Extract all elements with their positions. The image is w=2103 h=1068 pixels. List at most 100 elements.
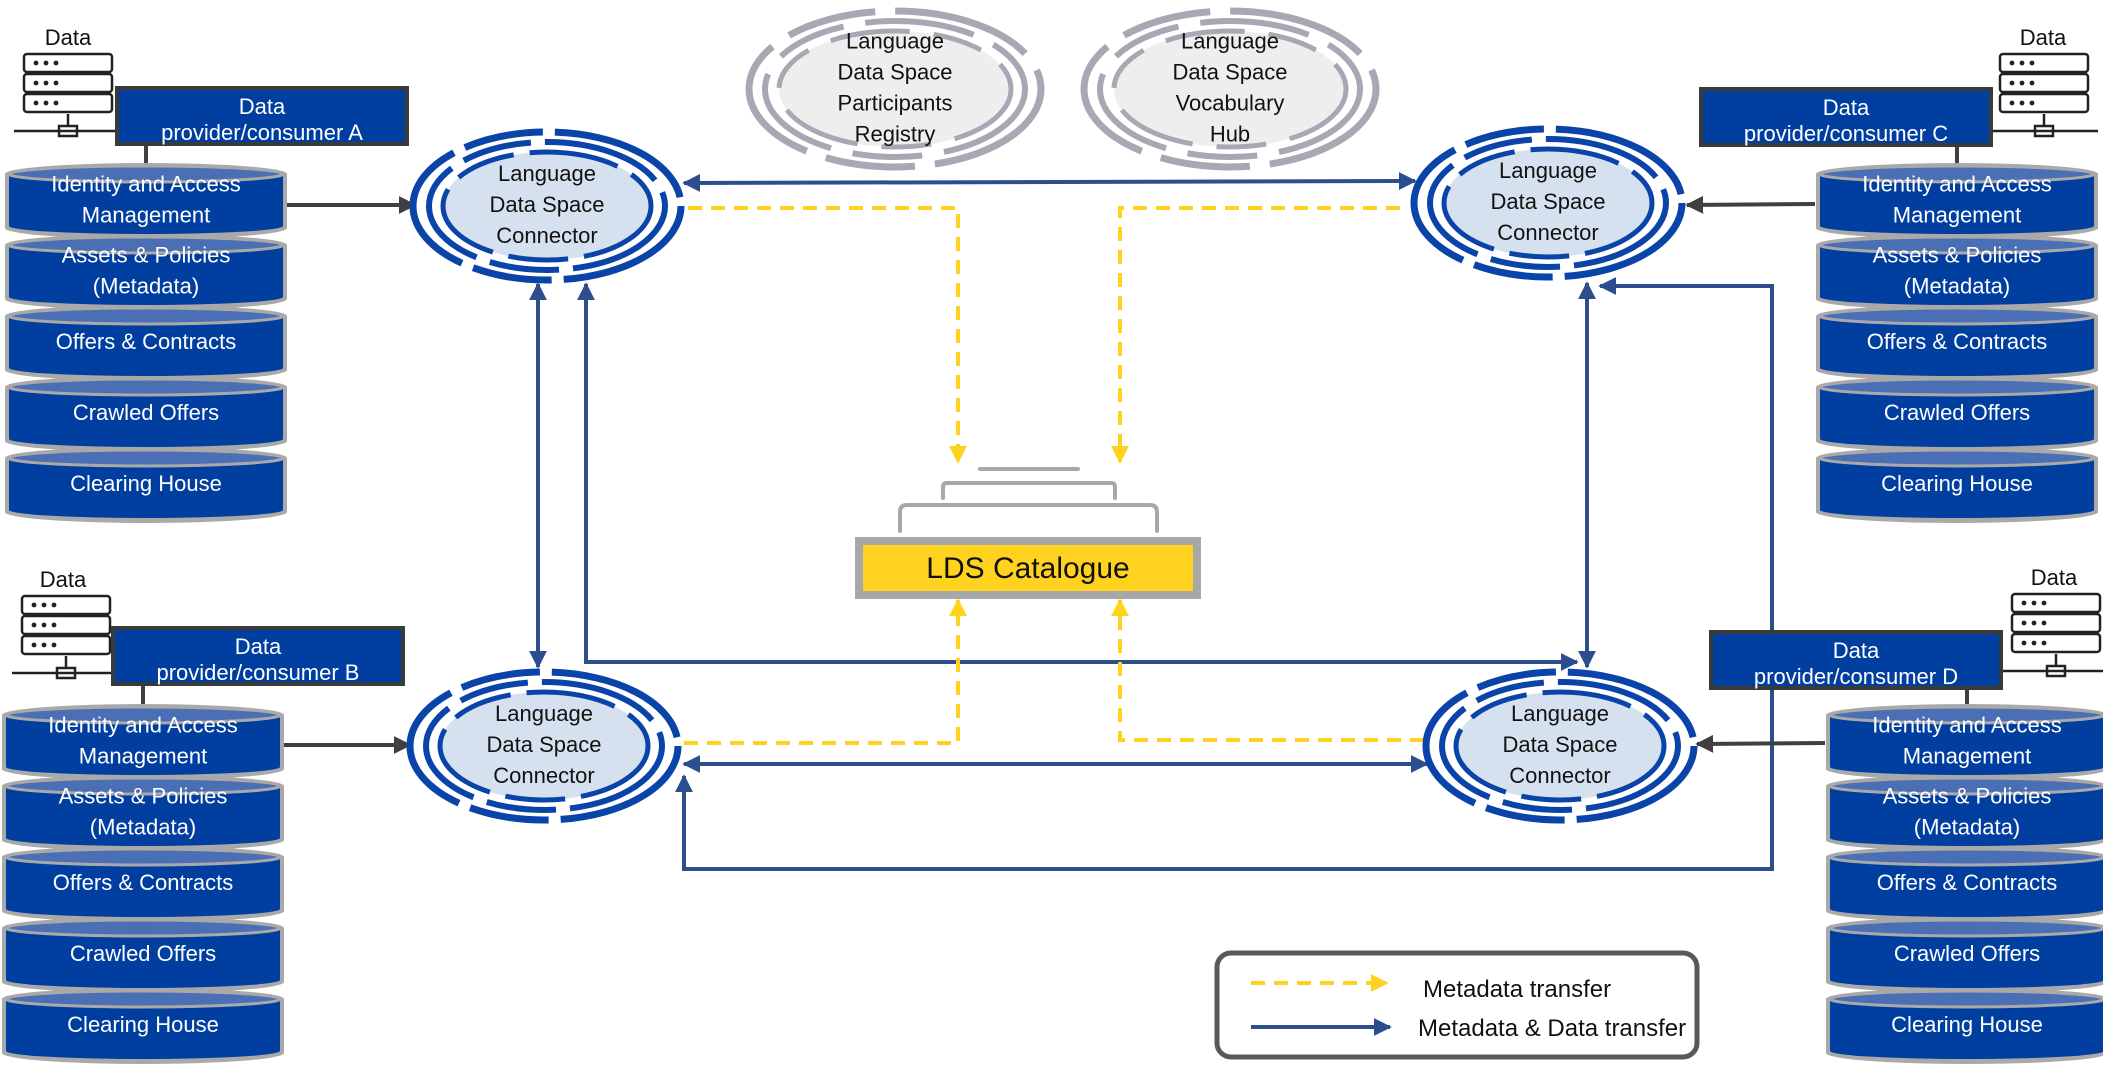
connector-label-line-2: Data Space xyxy=(1491,189,1606,214)
connector-label-line-2: Data Space xyxy=(1503,732,1618,757)
hub-label-line-3: Participants xyxy=(838,90,953,115)
connector-ring-middle xyxy=(426,139,668,273)
hub-label-line-2: Data Space xyxy=(838,59,953,84)
dash-b-catalogue xyxy=(684,598,967,745)
stack-cylinder-2: Assets & Policies(Metadata) xyxy=(1816,234,2098,310)
hub-label-line-4: Hub xyxy=(1210,121,1250,146)
stack-label-line-1: Identity and Access xyxy=(51,171,241,196)
provider-title-line-1: Data xyxy=(235,634,282,659)
legend: Metadata transfer Metadata & Data transf… xyxy=(1214,950,1700,1060)
stack-cylinder-4: Crawled Offers xyxy=(1816,376,2098,452)
stack-cylinder-2: Assets & Policies(Metadata) xyxy=(1826,775,2103,851)
hub-label-line-4: Registry xyxy=(855,121,936,146)
stack-label-line-1: Offers & Contracts xyxy=(53,870,234,895)
stack-label-line-1: Clearing House xyxy=(1891,1012,2043,1037)
dash-a-catalogue xyxy=(688,206,967,464)
provider-title-line-2: provider/consumer B xyxy=(157,660,360,685)
connector-ring-middle xyxy=(423,679,665,813)
stack-cylinder-5: Clearing House xyxy=(2,988,284,1064)
line-a-c xyxy=(682,172,1417,192)
arrow-c-to-connector xyxy=(1685,195,1816,214)
stack-cylinder-5: Clearing House xyxy=(5,447,287,523)
stack-label-line-2: Management xyxy=(1903,743,2031,768)
connector-ring-inner xyxy=(437,689,651,803)
stack-label-line-1: Identity and Access xyxy=(1872,712,2062,737)
stack-label-line-1: Offers & Contracts xyxy=(1867,329,2048,354)
hub-ring-inner xyxy=(1111,28,1349,150)
stack-label-line-2: Management xyxy=(82,202,210,227)
stack-cylinder-3: Offers & Contracts xyxy=(1826,846,2103,922)
stack-label-line-2: (Metadata) xyxy=(90,814,196,839)
connector-ring-inner xyxy=(1453,689,1667,803)
connector-ring-middle xyxy=(1439,679,1681,813)
stack-label-line-1: Assets & Policies xyxy=(1883,783,2052,808)
legend-metadata-data-label: Metadata & Data transfer xyxy=(1418,1015,1686,1042)
dash-d-catalogue xyxy=(1111,598,1424,742)
hub-ring-inner xyxy=(776,28,1014,150)
stack-label-line-2: Management xyxy=(1893,202,2021,227)
catalogue-box xyxy=(855,537,1201,599)
stack-cylinder-5: Clearing House xyxy=(1826,988,2103,1064)
server-label: Data xyxy=(2031,565,2078,590)
provider-title-box xyxy=(115,86,409,146)
stack-cylinder-3: Offers & Contracts xyxy=(2,846,284,922)
stack-label-line-1: Clearing House xyxy=(1881,471,2033,496)
stack-label-line-1: Crawled Offers xyxy=(73,400,219,425)
gray-access-arrows xyxy=(280,195,1826,754)
stack-label-line-1: Crawled Offers xyxy=(1894,941,2040,966)
connector-label-line-2: Data Space xyxy=(490,192,605,217)
hub-label-line-3: Vocabulary xyxy=(1176,90,1285,115)
connector-label-line-1: Language xyxy=(498,161,596,186)
connector-ring-middle xyxy=(1427,136,1669,270)
stack-cylinder-4: Crawled Offers xyxy=(2,917,284,993)
provider-title-box xyxy=(1699,87,1993,147)
hub-label-line-2: Data Space xyxy=(1173,59,1288,84)
legend-metadata-label: Metadata transfer xyxy=(1423,976,1611,1003)
provider-title-line-2: provider/consumer D xyxy=(1754,664,1958,689)
legend-box xyxy=(1214,950,1700,1060)
connector-ring-outer xyxy=(406,668,682,824)
stack-label-line-1: Assets & Policies xyxy=(59,783,228,808)
connector-ring-outer xyxy=(1410,125,1686,281)
connector-label-line-1: Language xyxy=(1511,701,1609,726)
stack-label-line-1: Assets & Policies xyxy=(62,242,231,267)
provider-title-line-2: provider/consumer C xyxy=(1744,121,1948,146)
connector-label-line-3: Connector xyxy=(493,763,595,788)
stack-cylinder-2: Assets & Policies (Metadata) xyxy=(2,775,284,851)
stack-label-line-2: (Metadata) xyxy=(1904,273,2010,298)
stack-label-line-1: Clearing House xyxy=(67,1012,219,1037)
connector-label-line-2: Data Space xyxy=(487,732,602,757)
hub-ring-middle xyxy=(762,18,1028,160)
connector-label-line-1: Language xyxy=(495,701,593,726)
connector-label-line-3: Connector xyxy=(1497,220,1599,245)
server-label: Data xyxy=(2020,25,2067,50)
stack-cylinder-3: Offers & Contracts xyxy=(5,305,287,381)
stack-cylinder-3: Offers & Contracts xyxy=(1816,305,2098,381)
stack-cylinder-2: Assets & Policies (Metadata) xyxy=(5,234,287,310)
provider-title-line-1: Data xyxy=(1833,638,1880,663)
hub-ring-outer xyxy=(745,7,1045,171)
stack-cylinder-4: Crawled Offers xyxy=(5,376,287,452)
server-icon xyxy=(12,594,120,680)
stack-label-line-1: Crawled Offers xyxy=(70,941,216,966)
stack-label-line-2: (Metadata) xyxy=(93,273,199,298)
line-a-d xyxy=(577,282,1579,671)
provider-title-line-1: Data xyxy=(239,94,286,119)
